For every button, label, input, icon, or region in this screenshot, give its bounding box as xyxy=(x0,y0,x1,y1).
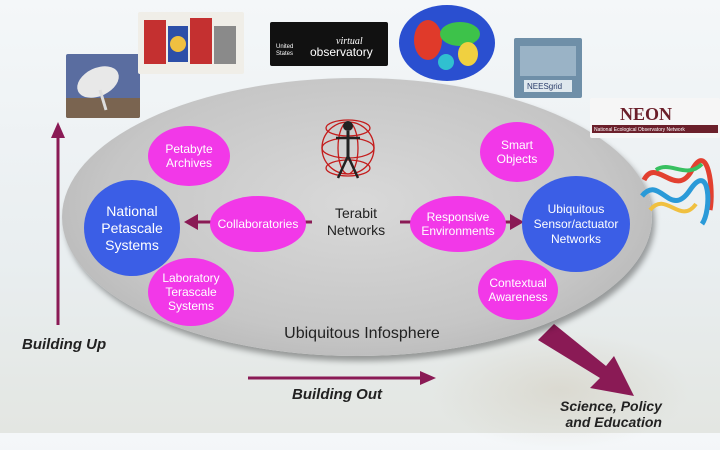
building-out-label: Building Out xyxy=(292,386,382,403)
neon-logo: NEON National Ecological Observatory Net… xyxy=(590,98,720,138)
building-up-arrow xyxy=(51,122,65,325)
infosphere-label: Ubiquitous Infosphere xyxy=(284,325,440,342)
science-arrow xyxy=(538,324,634,396)
vo-virtual: virtual xyxy=(336,36,363,47)
laboratory-line-2: Terascale xyxy=(165,285,217,299)
collaboratories-node: Collaboratories xyxy=(210,196,306,252)
virtual-observatory-logo: United States virtual observatory xyxy=(270,22,388,66)
responsive-line-2: Environments xyxy=(421,224,495,238)
protein-structure-image xyxy=(640,158,714,226)
contextual-line-2: Awareness xyxy=(488,290,548,304)
smart-line-2: Objects xyxy=(496,152,538,166)
national-line-3: Systems xyxy=(105,236,159,253)
contextual-line-1: Contextual xyxy=(489,276,547,290)
neon-title: NEON xyxy=(620,104,672,124)
ubiquitous-line-2: Sensor/actuator xyxy=(533,216,619,231)
vo-states: States xyxy=(276,51,293,57)
ubiquitous-line-3: Networks xyxy=(550,231,601,246)
science-line-2: and Education xyxy=(565,414,662,430)
building-up-label: Building Up xyxy=(22,336,107,353)
neon-subtitle: National Ecological Observatory Network xyxy=(594,127,685,133)
national-line-1: National xyxy=(106,202,158,219)
laboratory-line-3: Systems xyxy=(167,299,214,313)
laboratory-line-1: Laboratory xyxy=(162,271,220,285)
national-line-2: Petascale xyxy=(101,219,163,236)
petabyte-line-1: Petabyte xyxy=(165,142,213,156)
science-label: Science, Policy and Education xyxy=(560,398,662,430)
vo-observatory: observatory xyxy=(310,45,373,59)
nees-text: NEESgrid xyxy=(527,82,562,91)
ubiquitous-line-1: Ubiquitous xyxy=(547,201,605,216)
collaboratories-label: Collaboratories xyxy=(217,217,299,231)
vo-united: United xyxy=(276,44,293,50)
smart-line-1: Smart xyxy=(500,138,533,152)
human-figure-icon xyxy=(321,119,375,179)
world-map-image xyxy=(399,5,495,81)
neesgrid-image: NEESgrid xyxy=(514,38,582,98)
responsive-line-1: Responsive xyxy=(426,210,490,224)
particle-detector-image xyxy=(138,12,244,74)
terabit-networks-label: Terabit Networks xyxy=(306,205,406,239)
networks-line: Networks xyxy=(326,222,386,238)
building-out-arrow xyxy=(248,371,436,385)
terabit-line: Terabit xyxy=(334,205,378,221)
petabyte-line-2: Archives xyxy=(165,156,212,170)
science-line-1: Science, Policy xyxy=(560,398,662,414)
radio-telescope-image xyxy=(66,54,140,118)
